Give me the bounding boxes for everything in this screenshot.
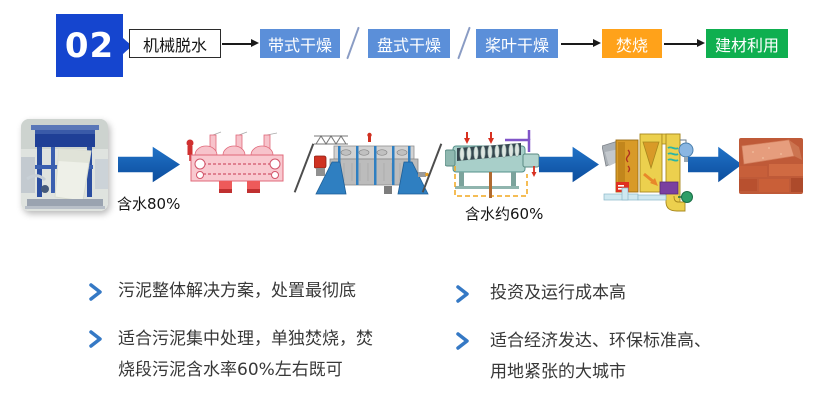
flow-step-building-material-use: 建材利用 [706,29,788,58]
bullet-left-2-line2: 烧段污泥含水率60%左右既可 [118,360,343,380]
bullet-right-1-line1: 投资及运行成本高 [490,283,626,303]
step-number: 02 [64,25,115,66]
flow-step-disc-drying: 盘式干燥 [368,29,450,58]
bullet-chevron-icon [455,285,471,303]
bullet-chevron-icon [88,330,104,348]
incinerator-diagram [601,124,694,220]
bullet-chevron-icon [455,332,471,350]
moisture-label-60: 含水约60% [465,205,544,223]
belt-dryer-diagram [183,131,291,203]
disc-dryer-diagram [313,132,430,204]
bullet-left-1: 污泥整体解决方案，处置最彻底 [118,276,356,307]
bullet-left-2-line1: 适合污泥集中处理，单独焚烧，焚 [118,329,373,349]
flow-step-paddle-drying: 桨叶干燥 [476,29,558,58]
belt-filter-press-photo [21,119,108,211]
flow-separator-slash [346,26,360,60]
bullet-right-2-line1: 适合经济发达、环保标准高、 [490,331,711,351]
paddle-dryer-diagram [444,124,543,206]
blue-arrow-icon [118,146,180,183]
bullet-right-2-line2: 用地紧张的大城市 [490,362,626,382]
bullet-chevron-icon [88,283,104,301]
flow-arrow-icon [561,40,601,47]
flow-step-incineration: 焚烧 [602,29,662,58]
step-number-badge: 02 [56,14,123,77]
flow-step-mechanical-dewatering: 机械脱水 [129,29,221,58]
flow-separator-slash [457,26,471,60]
flow-step-belt-drying: 带式干燥 [260,29,340,58]
blue-arrow-icon [688,146,742,183]
bullet-right-1: 投资及运行成本高 [490,278,626,309]
bullet-left-1-line1: 污泥整体解决方案，处置最彻底 [118,281,356,301]
bricks-photo [739,138,803,194]
blue-arrow-icon [539,146,599,183]
moisture-label-80: 含水80% [117,195,181,213]
diagram-separator-slash [293,143,315,193]
bullet-right-2: 适合经济发达、环保标准高、 用地紧张的大城市 [490,326,711,388]
flow-arrow-icon [222,40,259,47]
flow-arrow-icon [664,40,705,47]
bullet-left-2: 适合污泥集中处理，单独焚烧，焚 烧段污泥含水率60%左右既可 [118,324,373,386]
